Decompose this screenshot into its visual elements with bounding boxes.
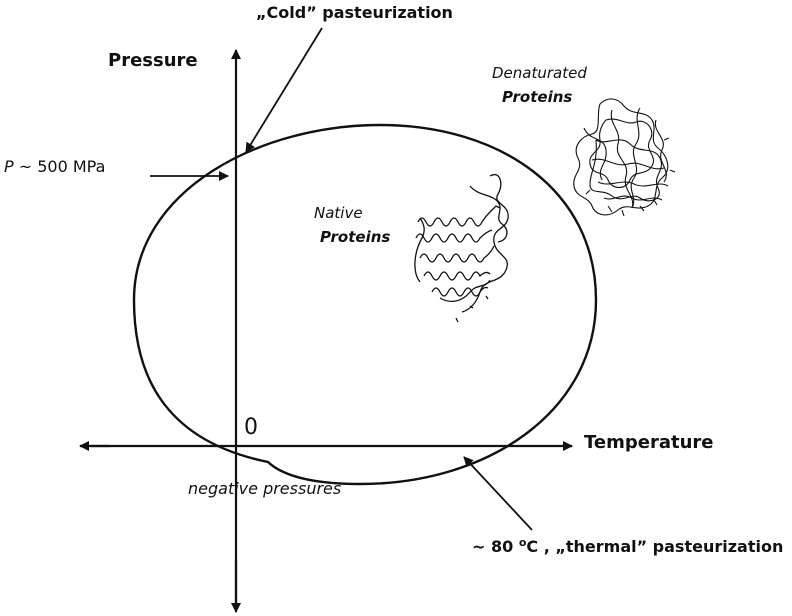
thermal-suffix: , „thermal” pasteurization [538,537,783,556]
denatured-proteins-label-line1: Denaturated [492,64,587,82]
thermal-prefix: ~ 80 [472,537,519,556]
pressure-axis-label: Pressure [108,50,198,71]
thermal-unit-o: o [519,536,527,549]
pressure-value-label: P ~ 500 MPa [4,157,105,176]
negative-pressures-label: negative pressures [188,479,341,498]
cold-pasteurization-label: „Cold” pasteurization [256,3,453,22]
cold-pasteurization-arrow [245,27,323,153]
origin-label: 0 [244,415,258,440]
thermal-pasteurization-arrow [463,456,533,531]
pressure-value: ~ 500 MPa [14,157,106,176]
denatured-proteins-label-line2: Proteins [502,88,572,106]
native-proteins-label-line2: Proteins [320,228,390,246]
pressure-symbol: P [4,157,14,176]
thermal-unit-c: C [526,537,538,556]
native-proteins-label-line1: Native [314,204,363,222]
temperature-axis-label: Temperature [584,432,713,453]
stability-ellipse [132,123,598,486]
denatured-protein-illustration [573,98,676,217]
native-protein-illustration [414,173,509,323]
thermal-pasteurization-label: ~ 80 oC , „thermal” pasteurization [472,536,783,556]
